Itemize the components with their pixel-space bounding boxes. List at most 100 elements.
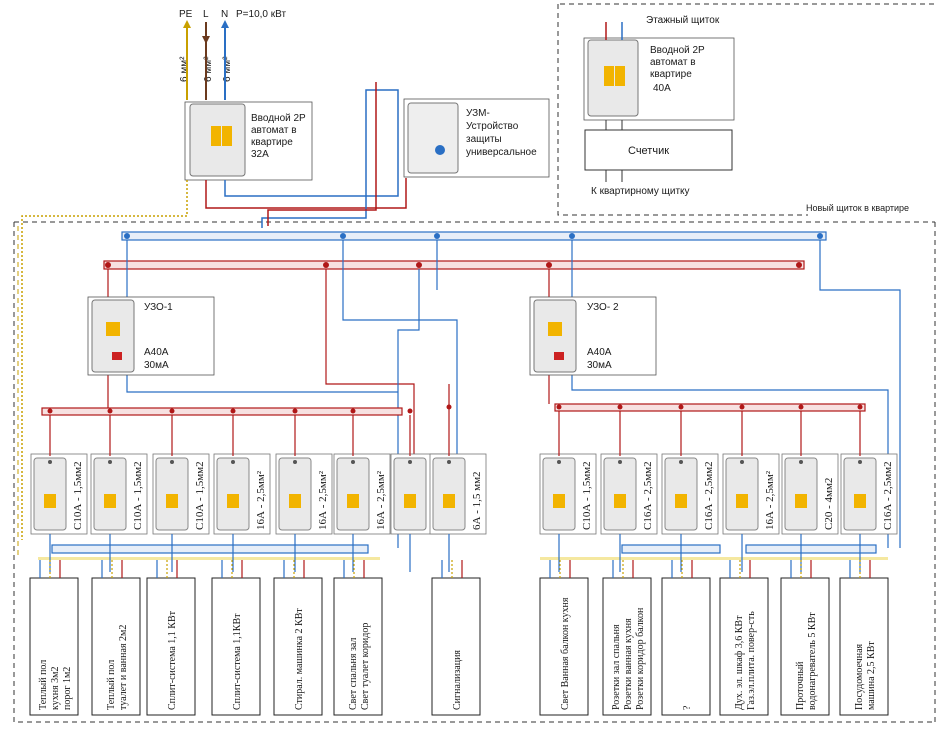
breaker-2: С10А - 1,5мм2 — [90, 408, 148, 572]
rcd-1-rating: А40А — [144, 347, 169, 358]
breaker-rating-label: С10А - 1,5мм2 — [581, 461, 593, 530]
load-label: Теплый пол — [106, 660, 117, 710]
cable-l-label: 6 мм² — [203, 56, 214, 82]
breaker-1: С10А - 1,5мм2 — [30, 408, 88, 572]
load-label: Розетки коридор балкон — [635, 607, 646, 710]
load-label: Свет Ванная балкон кухня — [560, 597, 571, 710]
breaker-3: С10А - 1,5мм2 — [152, 408, 210, 572]
group-busbars — [38, 403, 888, 560]
breaker-rating-label: 16А - 2,5мм² — [317, 470, 329, 530]
breaker-11: С16А - 2,5мм2 — [661, 404, 719, 572]
load-label: ? — [682, 705, 693, 710]
breaker-rating-label: 16А - 2,5мм² — [764, 470, 776, 530]
load-5: Стирал. машинка 2 КВт — [273, 560, 323, 716]
floor-panel-title: Этажный щиток — [646, 15, 720, 26]
breaker-13: С20 - 4мм2 — [781, 404, 839, 572]
to-panel-label: К квартирному щитку — [591, 186, 690, 197]
breaker-rating-label: 16А - 2,5мм² — [375, 470, 387, 530]
floor-breaker-rating: 40А — [653, 83, 671, 94]
floor-breaker-title: Вводной 2P — [650, 45, 705, 56]
breaker-14: С16А - 2,5мм2 — [840, 404, 898, 572]
main-breaker-title: Вводной 2P — [251, 113, 306, 124]
breaker-5: 16А - 2,5мм² — [275, 408, 333, 572]
floor-panel-frame — [557, 3, 935, 216]
load-label: Газ.эл.плита. повер-сть — [746, 611, 757, 710]
breaker-rating-label: С20 - 4мм2 — [823, 478, 835, 530]
load-4: Сплит-система 1,1КВт — [211, 560, 261, 716]
power-label: P=10,0 кВт — [236, 9, 286, 20]
new-panel-label: Новый щиток в квартире — [806, 203, 909, 213]
apartment-panel-frame — [13, 221, 936, 723]
pe-label: PE — [179, 9, 193, 20]
load-label: Свет спальня зал — [348, 638, 359, 710]
feeder-wiring — [21, 82, 407, 540]
rcd-1: УЗО-1 А40А 30мА — [87, 296, 215, 376]
load-label: кухня 3м2 — [50, 667, 61, 711]
load-8: Сигнализация — [431, 560, 481, 716]
load-label: Сигнализация — [452, 650, 463, 710]
load-label: Дух. эл. шкаф 3,6 КВт — [734, 615, 745, 710]
floor-breaker-line2: автомат в — [650, 57, 696, 68]
load-label: Розетки ванная кухня — [623, 618, 634, 710]
breaker-6: 16А - 2,5мм² — [333, 408, 391, 572]
l-label: L — [203, 9, 209, 20]
breaker-8: 6А - 1,5 мм2 — [429, 384, 487, 572]
load-label: Розетки зал спальня — [611, 624, 622, 710]
rcd-1-name: УЗО-1 — [144, 302, 173, 313]
breaker-rating-label: 6А - 1,5 мм2 — [471, 471, 483, 530]
rcd-2-name: УЗО- 2 — [587, 302, 619, 313]
load-9: Свет Ванная балкон кухня — [539, 560, 589, 716]
meter-label: Счетчик — [628, 145, 669, 157]
rcd-2-rating: А40А — [587, 347, 612, 358]
load-11: ? — [661, 560, 711, 716]
floor-breaker-line3: квартире — [650, 69, 692, 80]
main-breaker: Вводной 2P автомат в квартире 32А — [184, 101, 313, 181]
uzm-line2: Устройство — [466, 121, 519, 132]
breaker-rating-label: С10А - 1,5мм2 — [72, 461, 84, 530]
cable-n-label: 6 мм² — [222, 56, 233, 82]
load-3: Сплит-система 1,1 КВт — [146, 560, 196, 716]
rcd-2-leak: 30мА — [587, 360, 612, 371]
uzm-line1: УЗМ- — [466, 108, 490, 119]
breaker-12: 16А - 2,5мм² — [722, 404, 780, 572]
breaker-9: С10А - 1,5мм2 — [539, 404, 597, 572]
load-label: Сплит-система 1,1 КВт — [167, 610, 178, 710]
uzm-device: УЗМ- Устройство защиты универсальное — [403, 98, 550, 178]
load-label: Свет туалет коридор — [360, 623, 371, 710]
load-label: туалет и ванная 2м2 — [118, 625, 129, 710]
load-label: водонагреватель 5 КВт — [807, 612, 818, 710]
load-label: Стирал. машинка 2 КВт — [294, 608, 305, 710]
cable-pe-label: 6 мм² — [179, 56, 190, 82]
rcd-2: УЗО- 2 А40А 30мА — [529, 296, 657, 376]
load-label: Теплый пол — [38, 660, 49, 710]
main-breaker-rating: 32А — [251, 149, 269, 160]
main-breaker-line2: автомат в — [251, 125, 297, 136]
main-busbars — [103, 231, 827, 270]
breaker-rating-label: 16А - 2,5мм² — [255, 470, 267, 530]
breaker-rating-label: С10А - 1,5мм2 — [194, 461, 206, 530]
breaker-rating-label: С16А - 2,5мм2 — [882, 461, 894, 530]
load-label: порог 1м2 — [62, 667, 73, 710]
supply-header: PE L N P=10,0 кВт 6 мм² 6 мм² 6 мм² — [179, 9, 286, 100]
load-label: машина 2,5 КВт — [866, 641, 877, 710]
breaker-rating-label: С10А - 1,5мм2 — [132, 461, 144, 530]
load-label: Посудомоечная — [854, 643, 865, 710]
breaker-rating-label: С16А - 2,5мм2 — [703, 461, 715, 530]
n-label: N — [221, 9, 228, 20]
uzm-line3: защиты — [466, 134, 502, 145]
load-label: Проточный — [795, 661, 806, 710]
floor-panel: Этажный щиток Вводной 2P автомат в кварт… — [583, 15, 735, 197]
uzm-line4: универсальное — [466, 147, 537, 158]
distribution-wiring — [107, 240, 901, 548]
breaker-rating-label: С16А - 2,5мм2 — [642, 461, 654, 530]
main-breaker-line3: квартире — [251, 137, 293, 148]
load-label: Сплит-система 1,1КВт — [232, 613, 243, 710]
